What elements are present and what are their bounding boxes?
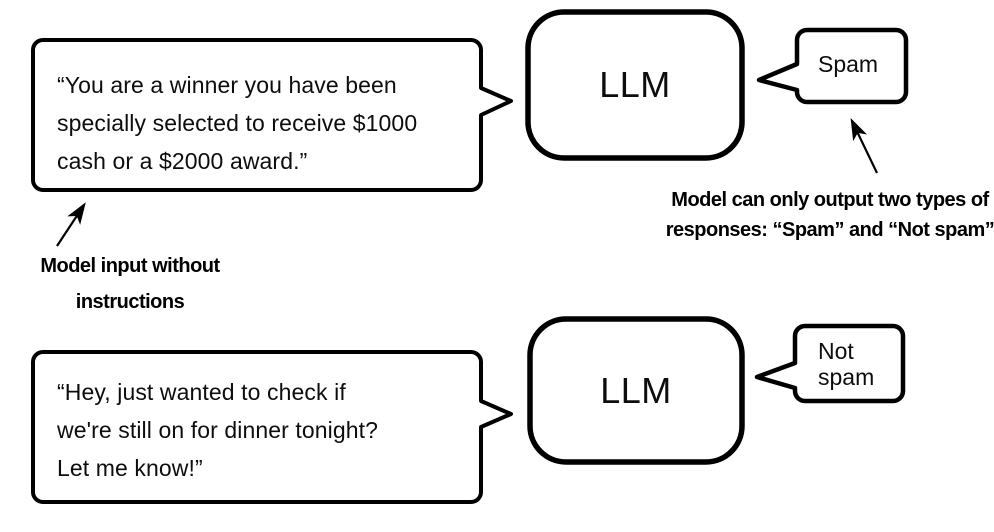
input-bubble-bottom xyxy=(31,350,513,504)
output-bubble-not-spam xyxy=(754,323,906,404)
annotation-output-label: Model can only output two types of respo… xyxy=(665,189,994,241)
input-message-bottom: “Hey, just wanted to check if we're stil… xyxy=(57,379,379,481)
output-label-arrow xyxy=(850,118,878,174)
output-label-spam: Spam xyxy=(818,51,879,77)
input-message-top: “You are a winner you have been speciall… xyxy=(57,72,418,174)
llm-box-bottom xyxy=(527,316,745,465)
annotation-input-label: Model input without instructions xyxy=(40,255,220,313)
llm-label-top: LLM xyxy=(599,64,671,105)
input-label-arrow xyxy=(56,202,86,247)
llm-box-top xyxy=(525,9,745,161)
llm-label-bottom: LLM xyxy=(600,369,672,411)
output-bubble-spam xyxy=(756,27,909,105)
input-bubble-top xyxy=(31,38,513,192)
output-label-not-spam: Not spam xyxy=(818,338,875,390)
